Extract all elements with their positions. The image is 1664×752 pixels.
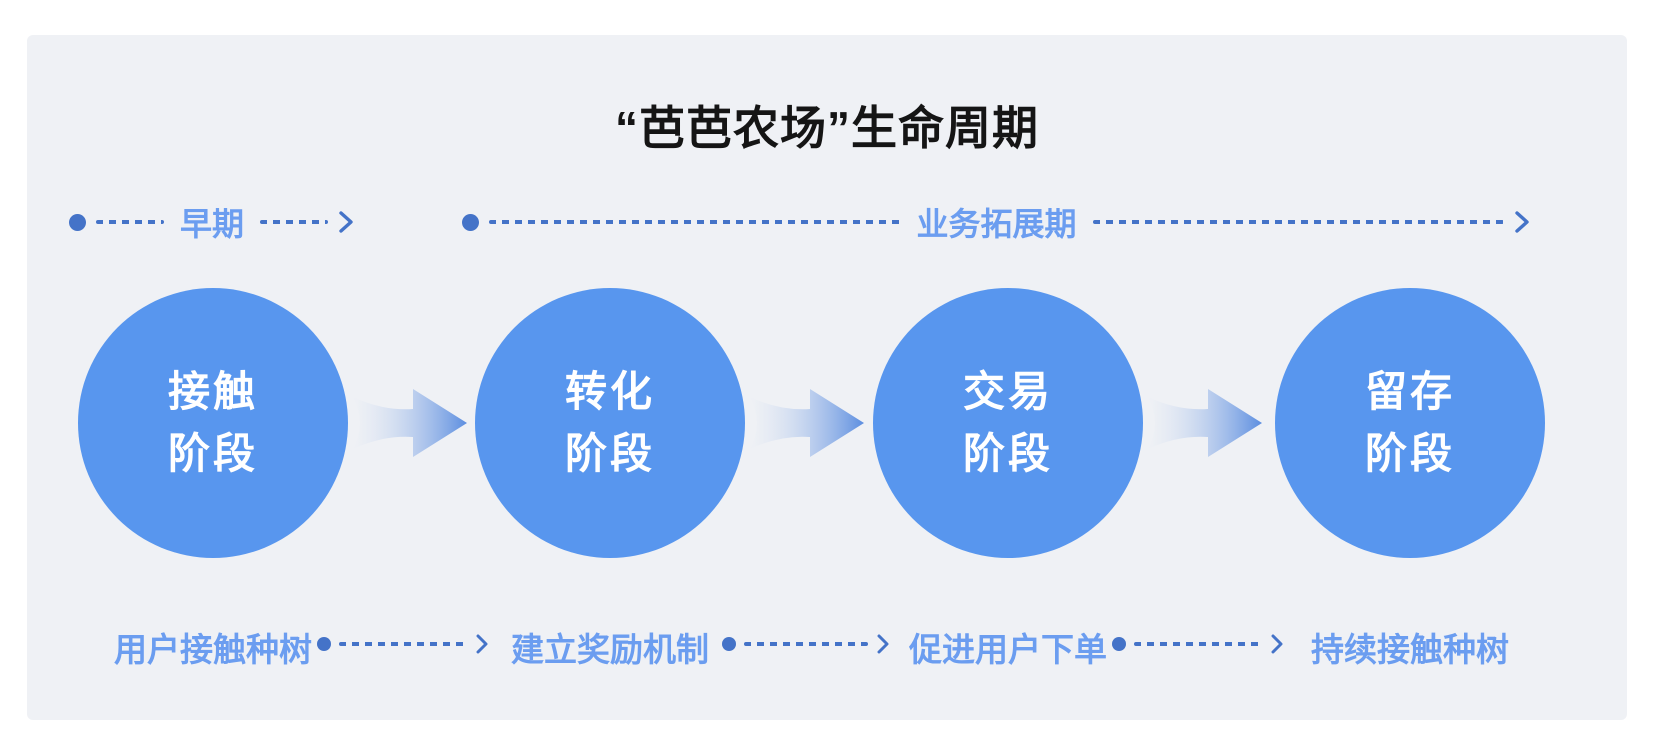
dashed-line [744, 642, 868, 646]
stage-label-line1: 留存 [1364, 368, 1455, 415]
dashed-line [260, 220, 329, 224]
arrow-head-icon [1515, 211, 1529, 233]
stage-circle-contact: 接触 阶段 [78, 288, 348, 558]
stage-label-line2: 阶段 [1364, 430, 1455, 477]
timeline-expansion-label: 业务拓展期 [916, 206, 1077, 242]
stage-label-line1: 接触 [167, 368, 258, 415]
timeline-dot [722, 637, 736, 651]
stage-label-line2: 阶段 [564, 430, 655, 477]
flow-arrow-icon [353, 389, 467, 457]
flow-arrow-icon [1148, 389, 1262, 457]
stage-circle-transaction: 交易 阶段 [873, 288, 1143, 558]
stage-circle-conversion: 转化 阶段 [475, 288, 745, 558]
note-connector [317, 629, 489, 659]
dashed-line [339, 642, 467, 646]
arrow-head-icon [1271, 634, 1283, 654]
stage-note-retention: 持续接触种树 [1311, 631, 1509, 668]
stage-note-conversion: 建立奖励机制 [511, 631, 709, 668]
stage-label-line1: 转化 [564, 368, 655, 415]
stage-label-line2: 阶段 [962, 430, 1053, 477]
stage-circle-retention: 留存 阶段 [1275, 288, 1545, 558]
timeline-dot [462, 213, 479, 231]
timeline-dot [1112, 637, 1126, 651]
flow-arrow-icon [750, 389, 864, 457]
stage-note-transaction: 促进用户下单 [909, 631, 1107, 668]
stage-label-line1: 交易 [962, 368, 1053, 415]
timeline-expansion-segment: 业务拓展期 [462, 203, 1530, 242]
arrow-head-icon [877, 634, 889, 654]
timeline-dot [69, 213, 86, 231]
dashed-line [1134, 642, 1262, 646]
dashed-line [1092, 220, 1505, 224]
note-connector [722, 629, 890, 659]
timeline-dot [317, 637, 331, 651]
arrow-head-icon [476, 634, 488, 654]
dashed-line [489, 220, 901, 224]
arrow-head-icon [339, 211, 353, 233]
timeline-early-segment: 早期 [69, 203, 354, 242]
diagram-card: “芭芭农场”生命周期 早期 业务拓展期 接触 阶段 转化 阶段 交易 阶段 留存… [27, 35, 1627, 720]
dashed-line [96, 220, 164, 224]
note-connector [1112, 629, 1284, 659]
timeline-early-label: 早期 [180, 206, 245, 242]
stage-label-line2: 阶段 [167, 430, 258, 477]
stage-note-contact: 用户接触种树 [114, 631, 312, 668]
diagram-title: “芭芭农场”生命周期 [615, 102, 1039, 154]
